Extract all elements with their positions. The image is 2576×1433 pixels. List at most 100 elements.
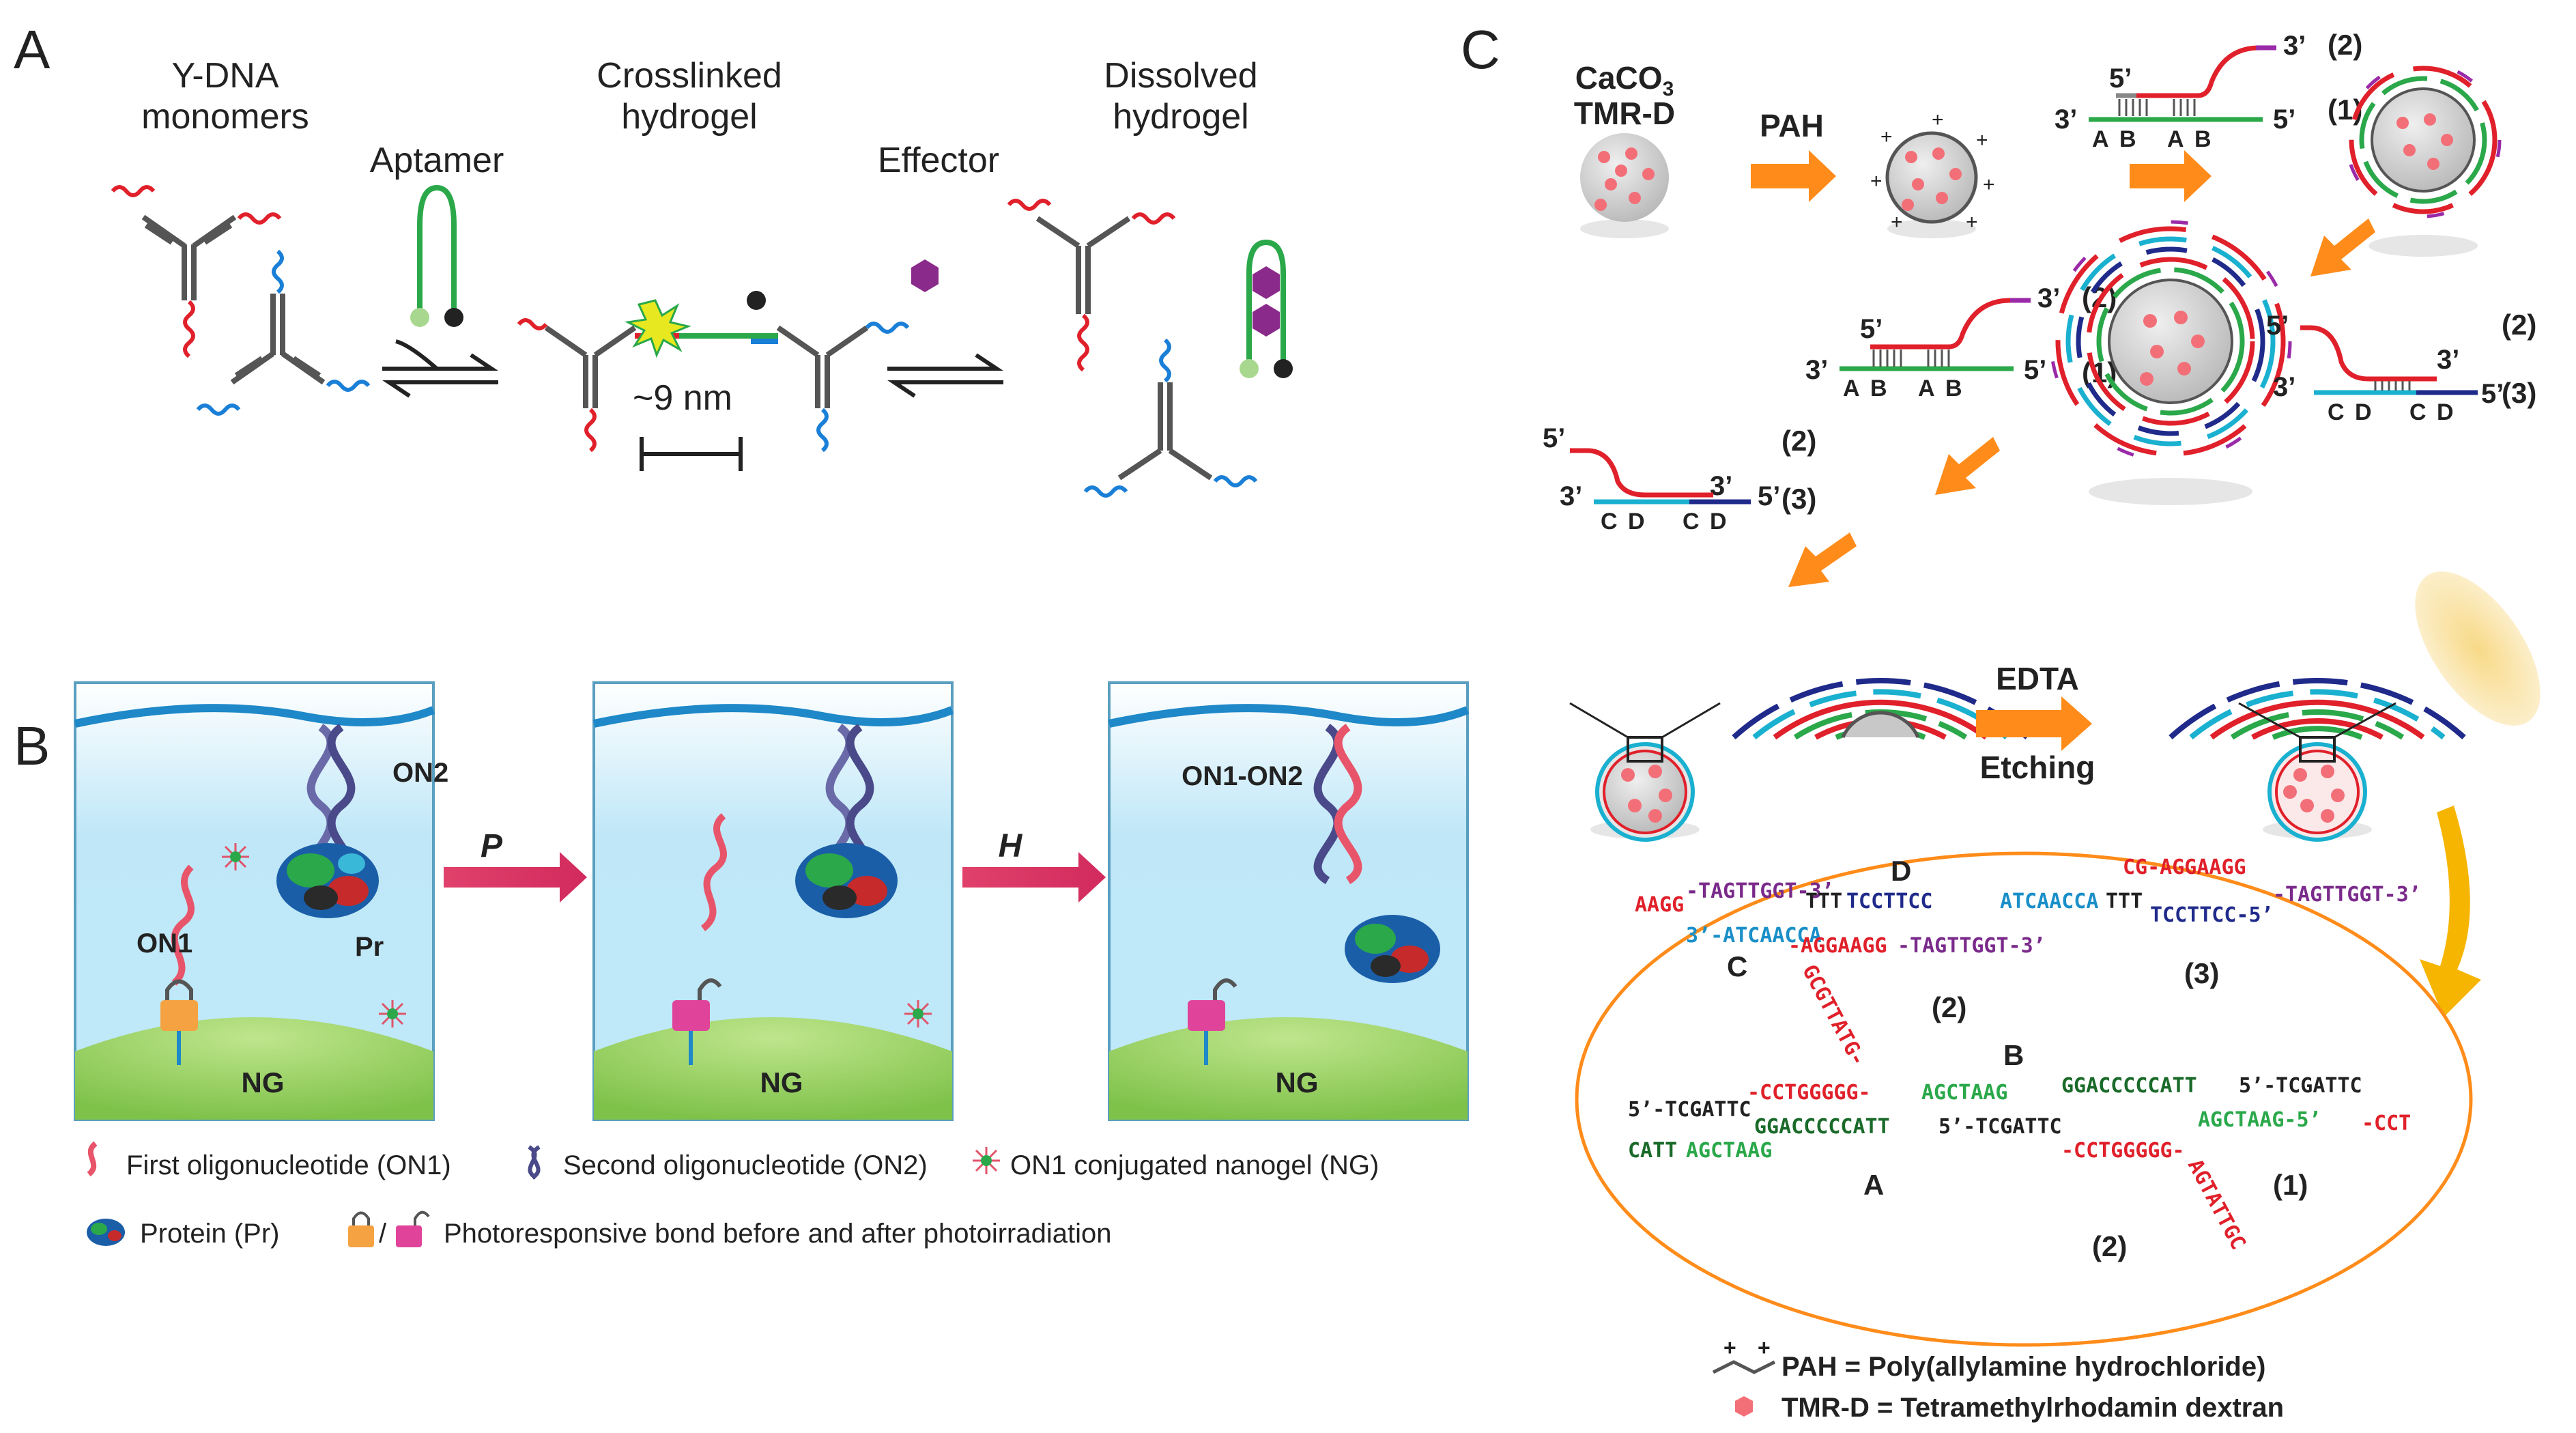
svg-text:+: +	[1880, 126, 1893, 148]
svg-text:C: C	[2328, 399, 2345, 425]
effector-hexagon	[911, 259, 939, 292]
zoom-particle-after	[2238, 702, 2396, 842]
ng-label-3: NG	[1276, 1066, 1319, 1098]
y-dna-monomer-red	[111, 185, 282, 358]
svg-text:5’: 5’	[2481, 379, 2504, 409]
sequence-labels: D C (2) (3) B A (2) (1)	[1727, 855, 2308, 1262]
panel-b-letter: B	[14, 715, 50, 776]
aptamer-label: Aptamer	[370, 141, 504, 180]
svg-text:A: A	[2092, 126, 2109, 152]
on1-label-1: ON1	[137, 928, 192, 959]
svg-text:(2): (2)	[1932, 991, 1966, 1023]
arrow-h	[962, 852, 1106, 903]
svg-text:AGCTAAG-5’: AGCTAAG-5’	[2198, 1108, 2321, 1132]
svg-text:+: +	[1966, 211, 1978, 233]
svg-text:3’: 3’	[2437, 345, 2459, 375]
panel-c: C CaCO3 TMR-D PAH +++ +++	[1461, 19, 2541, 1423]
protein-legend-icon	[87, 1219, 125, 1246]
svg-text:(3): (3)	[2502, 377, 2536, 409]
edta-label: EDTA	[1996, 661, 2079, 696]
legend-on1: First oligonucleotide (ON1)	[126, 1150, 451, 1180]
svg-text:3’: 3’	[1710, 471, 1732, 501]
aptamer-dark-bead	[444, 308, 463, 327]
arrow-h-label: H	[999, 828, 1023, 864]
panel-b-legend: First oligonucleotide (ON1) Second oligo…	[87, 1141, 1379, 1249]
panel-b-box-3: NG ON1-ON2	[1108, 681, 1470, 1121]
arrow-c-1	[2130, 150, 2212, 202]
monomers-label-line2: monomers	[141, 97, 309, 137]
dissolved-hydrogel	[1007, 199, 1293, 498]
svg-text:3’: 3’	[2273, 372, 2295, 402]
bond-before-legend-icon	[348, 1225, 374, 1247]
effector-label: Effector	[878, 141, 999, 180]
legend-ng: ON1 conjugated nanogel (NG)	[1010, 1150, 1379, 1180]
crosslinked-label-line1: Crosslinked	[597, 56, 782, 96]
svg-text:A: A	[2167, 126, 2184, 152]
svg-text:3’: 3’	[2283, 31, 2306, 61]
svg-text:5’: 5’	[2109, 63, 2132, 94]
svg-text:(2): (2)	[1781, 425, 1816, 457]
svg-text:A: A	[1863, 1169, 1884, 1201]
panel-b-box-1: NG ON2 Pr ON1	[74, 681, 448, 1121]
svg-text:D: D	[1710, 509, 1727, 535]
svg-text:ATCAACCA: ATCAACCA	[2000, 890, 2099, 913]
arrow-p	[444, 852, 587, 903]
on1-on2-duplex	[1313, 724, 1362, 885]
svg-text:C: C	[1601, 509, 1618, 535]
svg-text:3’: 3’	[1805, 355, 1828, 385]
dissolved-label-line2: hydrogel	[1113, 97, 1248, 137]
strand-12-mid: 5’ 3’ 5’ 3’ A B A B (2) (1)	[1805, 281, 2117, 401]
svg-text:AAGG: AAGG	[1635, 893, 1684, 917]
panel-b: B NG ON2 Pr	[14, 681, 1470, 1249]
svg-text:+: +	[1723, 1335, 1736, 1360]
strand-23-left: 5’ 3’ 3’ 5’ C D C D (2) (3)	[1543, 423, 1816, 535]
svg-text:-AGGAAGG: -AGGAAGG	[1788, 934, 1887, 958]
arrow-c-3	[1935, 437, 2000, 495]
y-dna-monomer-blue	[196, 249, 371, 416]
svg-text:GCGTTATG-: GCGTTATG-	[1797, 961, 1870, 1070]
svg-text:GGACCCCCATT: GGACCCCCATT	[2061, 1074, 2197, 1098]
caco3-label: CaCO3	[1575, 60, 1674, 100]
svg-text:+: +	[1976, 129, 1988, 152]
svg-text:GGACCCCCATT: GGACCCCCATT	[1754, 1115, 1890, 1139]
svg-text:+: +	[1758, 1335, 1771, 1360]
on2-label-1: ON2	[392, 758, 448, 788]
etching-label: Etching	[1980, 750, 2095, 785]
svg-text:TCCTTCC: TCCTTCC	[1846, 890, 1932, 913]
aptamer-hairpin	[410, 184, 463, 327]
svg-text:B: B	[1870, 375, 1887, 401]
svg-text:-CCTGGGGG-: -CCTGGGGG-	[1747, 1081, 1871, 1105]
svg-text:B: B	[1945, 375, 1962, 401]
svg-text:A: A	[1843, 375, 1860, 401]
svg-text:TTT: TTT	[2106, 890, 2143, 913]
svg-text:-TAGTTGGT-3’: -TAGTTGGT-3’	[2273, 883, 2421, 907]
svg-text:+: +	[1983, 173, 1995, 196]
ng-label-1: NG	[242, 1066, 285, 1098]
svg-text:C: C	[2409, 399, 2427, 425]
dissolved-label-line1: Dissolved	[1104, 56, 1257, 96]
svg-text:5’-TCGATTC: 5’-TCGATTC	[1628, 1098, 1751, 1122]
panel-c-letter: C	[1461, 19, 1500, 80]
arrow-p-label: P	[481, 828, 503, 864]
pah-arrow	[1751, 150, 1836, 202]
svg-text:+: +	[1932, 109, 1944, 131]
svg-text:(2): (2)	[2328, 29, 2362, 61]
on2-legend-icon	[528, 1145, 541, 1180]
svg-text:5’-TCGATTC: 5’-TCGATTC	[2239, 1074, 2362, 1098]
svg-text:D: D	[2355, 399, 2372, 425]
crosslinked-hydrogel	[517, 291, 910, 453]
svg-text:(2): (2)	[2502, 309, 2536, 341]
svg-text:5’: 5’	[2024, 355, 2046, 385]
monomers-label-line1: Y-DNA	[171, 56, 278, 96]
svg-text:3’: 3’	[2055, 104, 2077, 134]
svg-text:CG-AGGAAGG: CG-AGGAAGG	[2123, 855, 2246, 879]
svg-text:-CCTGGGGG-: -CCTGGGGG-	[2061, 1139, 2185, 1163]
equilibrium-arrows-1	[382, 339, 498, 398]
lock-closed-icon	[160, 1000, 198, 1031]
legend-pah: PAH = Poly(allylamine hydrochloride)	[1781, 1352, 2265, 1382]
svg-text:CATT: CATT	[1628, 1139, 1677, 1163]
svg-text:3’: 3’	[2037, 283, 2060, 313]
panel-c-legend: + + PAH = Poly(allylamine hydrochloride)…	[1712, 1335, 2284, 1423]
tmrd-label: TMR-D	[1574, 96, 1675, 131]
edta-arrow	[1976, 696, 2092, 751]
